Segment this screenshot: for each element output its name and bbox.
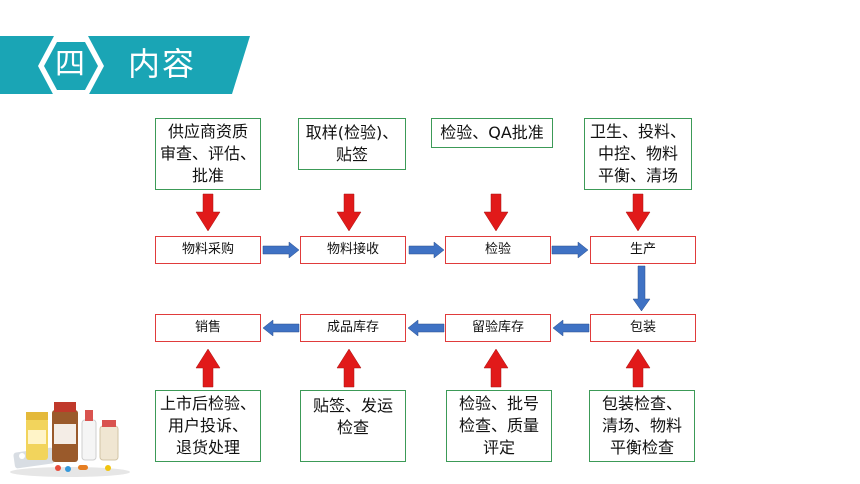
up-arrow-4 (625, 348, 651, 388)
step-quarantine-stock: 留验库存 (445, 314, 551, 342)
step-finished-stock: 成品库存 (300, 314, 406, 342)
requirement-production: 卫生、投料、 中控、物料 平衡、清场 (584, 118, 692, 190)
down-arrow-3 (483, 193, 509, 232)
down-blue-arrow (632, 265, 651, 312)
step-material-purchase: 物料采购 (155, 236, 261, 264)
requirement-labeling: 贴签、发运 检查 (300, 390, 406, 462)
requirement-packaging-check: 包装检查、 清场、物料 平衡检查 (589, 390, 695, 462)
down-arrow-4 (625, 193, 651, 232)
section-number: 四 (55, 47, 85, 82)
requirement-supplier: 供应商资质 审查、评估、 批准 (155, 118, 261, 190)
requirement-batch-check: 检验、批号 检查、质量 评定 (446, 390, 552, 462)
up-arrow-3 (483, 348, 509, 388)
down-arrow-2 (336, 193, 362, 232)
step-material-receipt: 物料接收 (300, 236, 406, 264)
right-arrow-1 (262, 241, 300, 259)
requirement-sampling: 取样(检验)、 贴签 (298, 118, 406, 170)
left-arrow-1 (552, 319, 590, 337)
step-sales: 销售 (155, 314, 261, 342)
up-arrow-2 (336, 348, 362, 388)
hexagon-badge (38, 36, 104, 96)
step-production: 生产 (590, 236, 696, 264)
requirement-postmarket: 上市后检验、 用户投诉、 退货处理 (155, 390, 261, 462)
section-title: 内容 (128, 45, 197, 83)
left-arrow-2 (407, 319, 445, 337)
up-arrow-1 (195, 348, 221, 388)
medicine-bottles-icon (10, 402, 130, 477)
step-inspection: 检验 (445, 236, 551, 264)
left-arrow-3 (262, 319, 300, 337)
right-arrow-2 (408, 241, 445, 259)
requirement-qa: 检验、QA批准 (431, 118, 553, 148)
down-arrow-1 (195, 193, 221, 232)
right-arrow-3 (551, 241, 589, 259)
step-packaging: 包装 (590, 314, 696, 342)
